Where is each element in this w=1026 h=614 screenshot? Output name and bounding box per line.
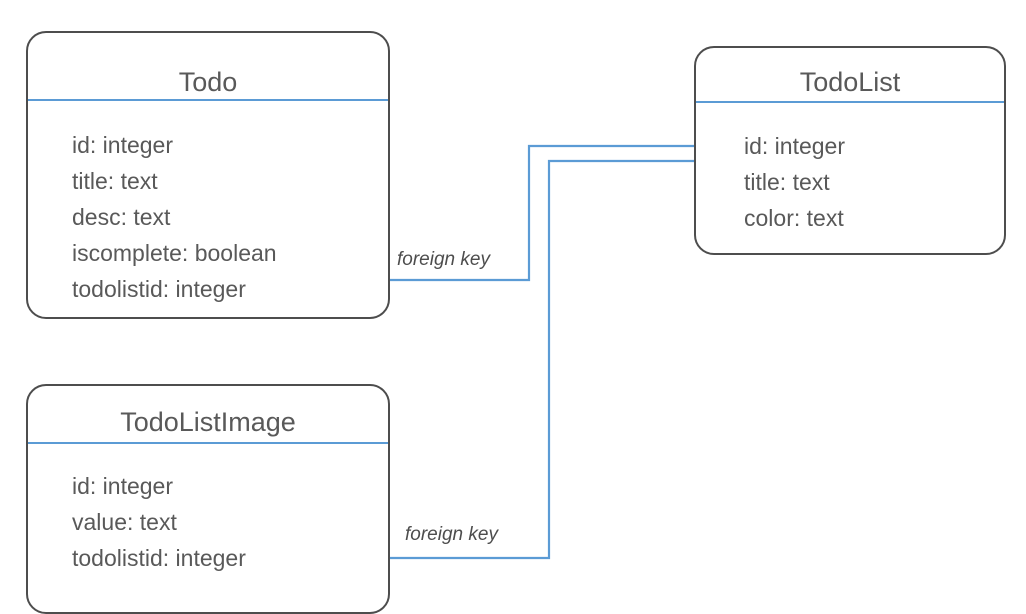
entity-header-divider — [28, 442, 388, 444]
attribute-row: value: text — [72, 509, 177, 535]
entity-title-todolist: TodoList — [799, 67, 901, 97]
attribute-row: color: text — [744, 205, 844, 231]
relationship-label-todo-to-todolist: foreign key — [394, 249, 493, 271]
attribute-row: title: text — [744, 169, 830, 195]
attribute-row: id: integer — [72, 132, 174, 158]
attribute-row: title: text — [72, 168, 158, 194]
entity-box-todo[interactable]: Todo id: integer title: text desc: text … — [26, 31, 390, 319]
attribute-row: todolistid: integer — [72, 545, 246, 571]
attribute-row: iscomplete: boolean — [72, 240, 277, 266]
entity-box-todolistimage[interactable]: TodoListImage id: integer value: text to… — [26, 384, 390, 614]
attribute-row: id: integer — [744, 133, 846, 159]
relationship-label-todolistimage-to-todolist: foreign key — [402, 524, 501, 546]
attribute-list-todolistimage: id: integer value: text todolistid: inte… — [28, 468, 388, 576]
attribute-row: id: integer — [72, 473, 174, 499]
attribute-list-todo: id: integer title: text desc: text iscom… — [28, 127, 388, 307]
entity-title-todo: Todo — [178, 67, 238, 97]
entity-box-todolist[interactable]: TodoList id: integer title: text color: … — [694, 46, 1006, 255]
attribute-row: todolistid: integer — [72, 276, 246, 302]
entity-header-divider — [696, 101, 1004, 103]
entity-title-todolistimage: TodoListImage — [120, 407, 296, 437]
attribute-row: desc: text — [72, 204, 171, 230]
entity-header-divider — [28, 99, 388, 101]
attribute-list-todolist: id: integer title: text color: text — [696, 128, 1004, 236]
connector-todolistimage-to-todolist — [330, 153, 732, 560]
